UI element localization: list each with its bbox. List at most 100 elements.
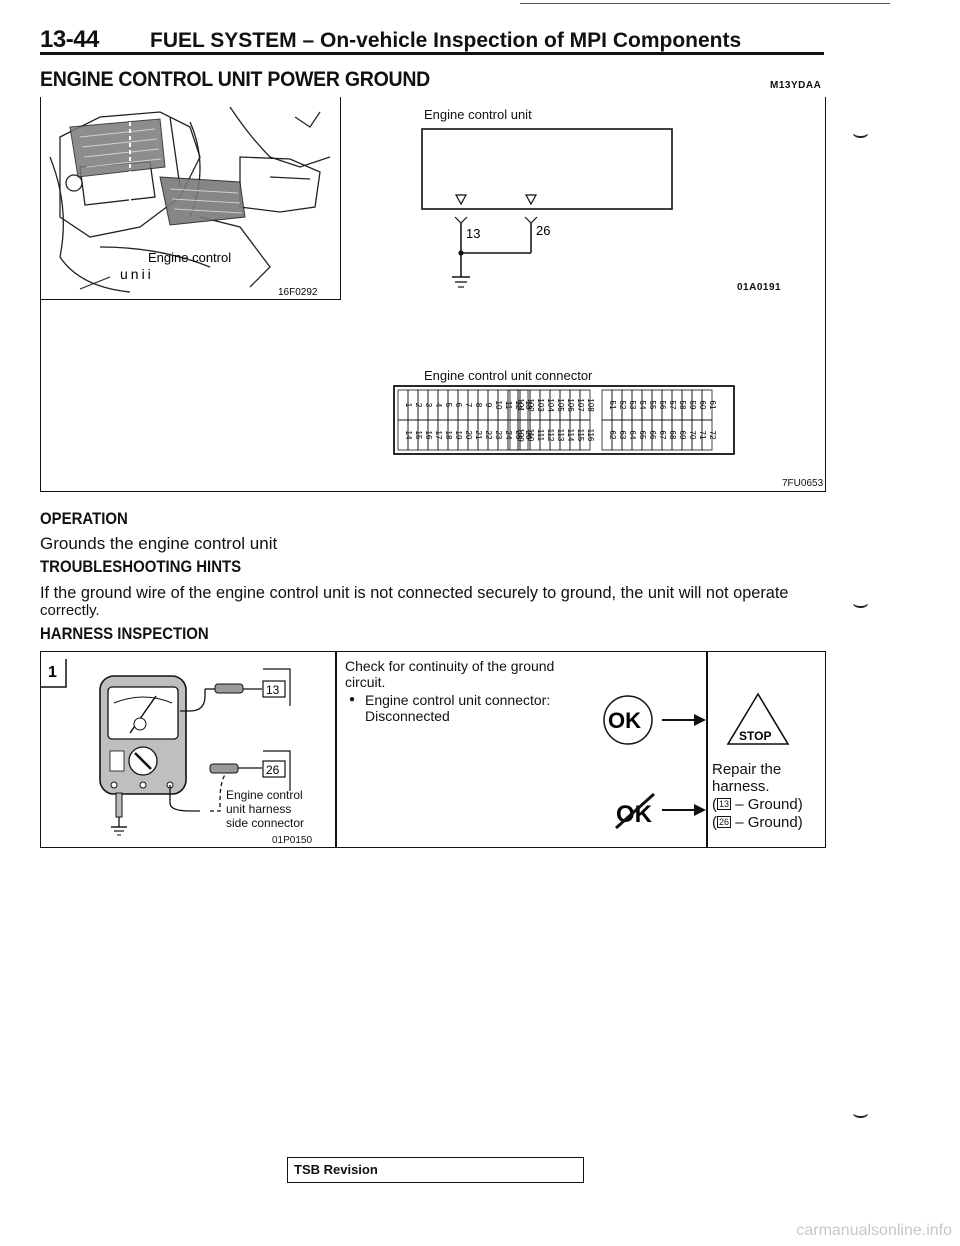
photo-label-line2: unii	[120, 266, 154, 282]
stop-label: STOP	[739, 729, 771, 743]
connector-pin-label: 64	[628, 431, 637, 440]
page-number: 13-44	[40, 26, 99, 53]
photo-label-line1: Engine control	[148, 250, 231, 265]
connector-pin-label: 3	[424, 403, 433, 408]
connector-pin-label: 115	[576, 429, 585, 442]
connector-pin-label: 107	[576, 398, 585, 412]
connector-pin-label: 9	[484, 403, 493, 408]
ng-result-row: OK	[614, 792, 706, 830]
inspection-divider-2	[706, 651, 708, 848]
connector-pin-label: 110	[526, 429, 535, 442]
watermark: carmanualsonline.info	[796, 1222, 952, 1239]
connector-pin-label: 104	[546, 398, 555, 412]
connector-pin-label: 69	[678, 431, 687, 440]
connector-pin-label: 6	[454, 403, 463, 408]
check-line2: circuit.	[345, 674, 386, 690]
inspection-box	[40, 651, 826, 848]
bullet-line2: Disconnected	[365, 708, 450, 724]
connector-pin-label: 105	[556, 398, 565, 412]
connector-pin-label: 111	[536, 429, 545, 442]
stop-icon: STOP	[726, 692, 790, 745]
connector-pin-label: 55	[648, 401, 657, 410]
ecu-location-photo: Engine control unii 16F0292	[40, 97, 341, 300]
connector-pin-label: 17	[434, 431, 443, 440]
troubleshooting-heading: TROUBLESHOOTING HINTS	[40, 557, 242, 576]
figure-code: 7FU0653	[782, 478, 824, 489]
page-header-title: FUEL SYSTEM – On-vehicle Inspection of M…	[150, 29, 742, 52]
connector-pin-label: 15	[414, 431, 423, 440]
troubleshooting-text-line1: If the ground wire of the engine control…	[40, 583, 789, 602]
connector-pin-label: 62	[608, 431, 617, 440]
ground-circuit-schematic: 13 26	[421, 128, 673, 288]
connector-pin-label: 20	[464, 431, 473, 440]
repair-line1: Repair the	[712, 761, 782, 778]
connector-pin-label: 72	[708, 431, 717, 440]
ok-result-row: OK	[603, 695, 706, 745]
harness-label-line2: unit harness	[226, 802, 292, 816]
connector-pin-label: 63	[618, 431, 627, 440]
bullet-line1: Engine control unit connector:	[365, 692, 551, 708]
connector-pin-label: 68	[668, 431, 677, 440]
repair-item-26: (26 – Ground)	[712, 814, 803, 831]
connector-pin-label: 16	[424, 431, 433, 440]
ok-label: OK	[608, 708, 641, 733]
schematic-title: Engine control unit	[424, 107, 532, 122]
connector-pin-label: 7	[464, 403, 473, 408]
margin-mark: ⌣	[852, 588, 870, 618]
inspection-divider-1	[335, 651, 337, 848]
connector-pin-label: 4	[434, 403, 443, 408]
terminal-label-13: 13	[466, 226, 480, 241]
margin-mark: ⌣	[852, 1098, 870, 1128]
connector-pin-label: 1	[404, 403, 413, 408]
connector-pin-label: 113	[556, 429, 565, 442]
schematic-code: 01A0191	[737, 282, 782, 293]
repair-pin-13: 13	[717, 798, 732, 810]
connector-pin-label: 13	[524, 401, 533, 410]
connector-pin-label: 53	[628, 401, 637, 410]
connector-pin-label: 26	[524, 431, 533, 440]
figure-box	[40, 97, 826, 492]
harness-heading: HARNESS INSPECTION	[40, 624, 209, 643]
section-title: ENGINE CONTROL UNIT POWER GROUND	[40, 68, 431, 91]
connector-pin-label: 24	[504, 431, 513, 440]
connector-pin-label: 18	[444, 431, 453, 440]
harness-label-line1: Engine control	[226, 788, 303, 802]
connector-pin-label: 60	[698, 401, 707, 410]
repair-line2: harness.	[712, 778, 770, 795]
connector-pin-label: 59	[688, 401, 697, 410]
top-rule	[520, 3, 890, 4]
connector-pin-label: 112	[546, 429, 555, 442]
connector-pin-label: 108	[586, 398, 595, 412]
check-line1: Check for continuity of the ground	[345, 658, 555, 674]
operation-text: Grounds the engine control unit	[40, 534, 278, 553]
connector-pin-label: 66	[648, 431, 657, 440]
tsb-revision-box: TSB Revision	[287, 1157, 584, 1183]
connector-pin-label: 51	[608, 401, 617, 410]
harness-label-line3: side connector	[226, 816, 305, 830]
ohmmeter-drawing: 1 13 26	[40, 659, 291, 836]
troubleshooting-text-line2: correctly.	[40, 602, 100, 619]
connector-pin-label: 22	[484, 431, 493, 440]
connector-pin-cell	[579, 419, 591, 451]
connector-pin-label: 2	[414, 403, 423, 408]
connector-pin-label: 14	[404, 431, 413, 440]
connector-pin-label: 58	[678, 401, 687, 410]
bullet-icon: ●	[349, 694, 356, 705]
operation-heading: OPERATION	[40, 509, 128, 528]
harness-image-code: 01P0150	[272, 835, 313, 846]
connector-pin-label: 106	[566, 398, 575, 412]
connector-pin-label: 12	[514, 401, 523, 410]
connector-pin-label: 65	[638, 431, 647, 440]
photo-code: 16F0292	[278, 287, 318, 298]
repair-text-13: – Ground)	[735, 796, 803, 813]
connector-pin-label: 57	[668, 401, 677, 410]
connector-pin-label: 116	[586, 429, 595, 442]
header-rule	[40, 52, 824, 55]
connector-pin-label: 8	[474, 403, 483, 408]
connector-pin-label: 21	[474, 431, 483, 440]
connector-pin-label: 67	[658, 431, 667, 440]
repair-item-13: (13 – Ground)	[712, 796, 803, 813]
section-code: M13YDAA	[770, 80, 822, 91]
harness-pin-13: 13	[266, 683, 280, 697]
